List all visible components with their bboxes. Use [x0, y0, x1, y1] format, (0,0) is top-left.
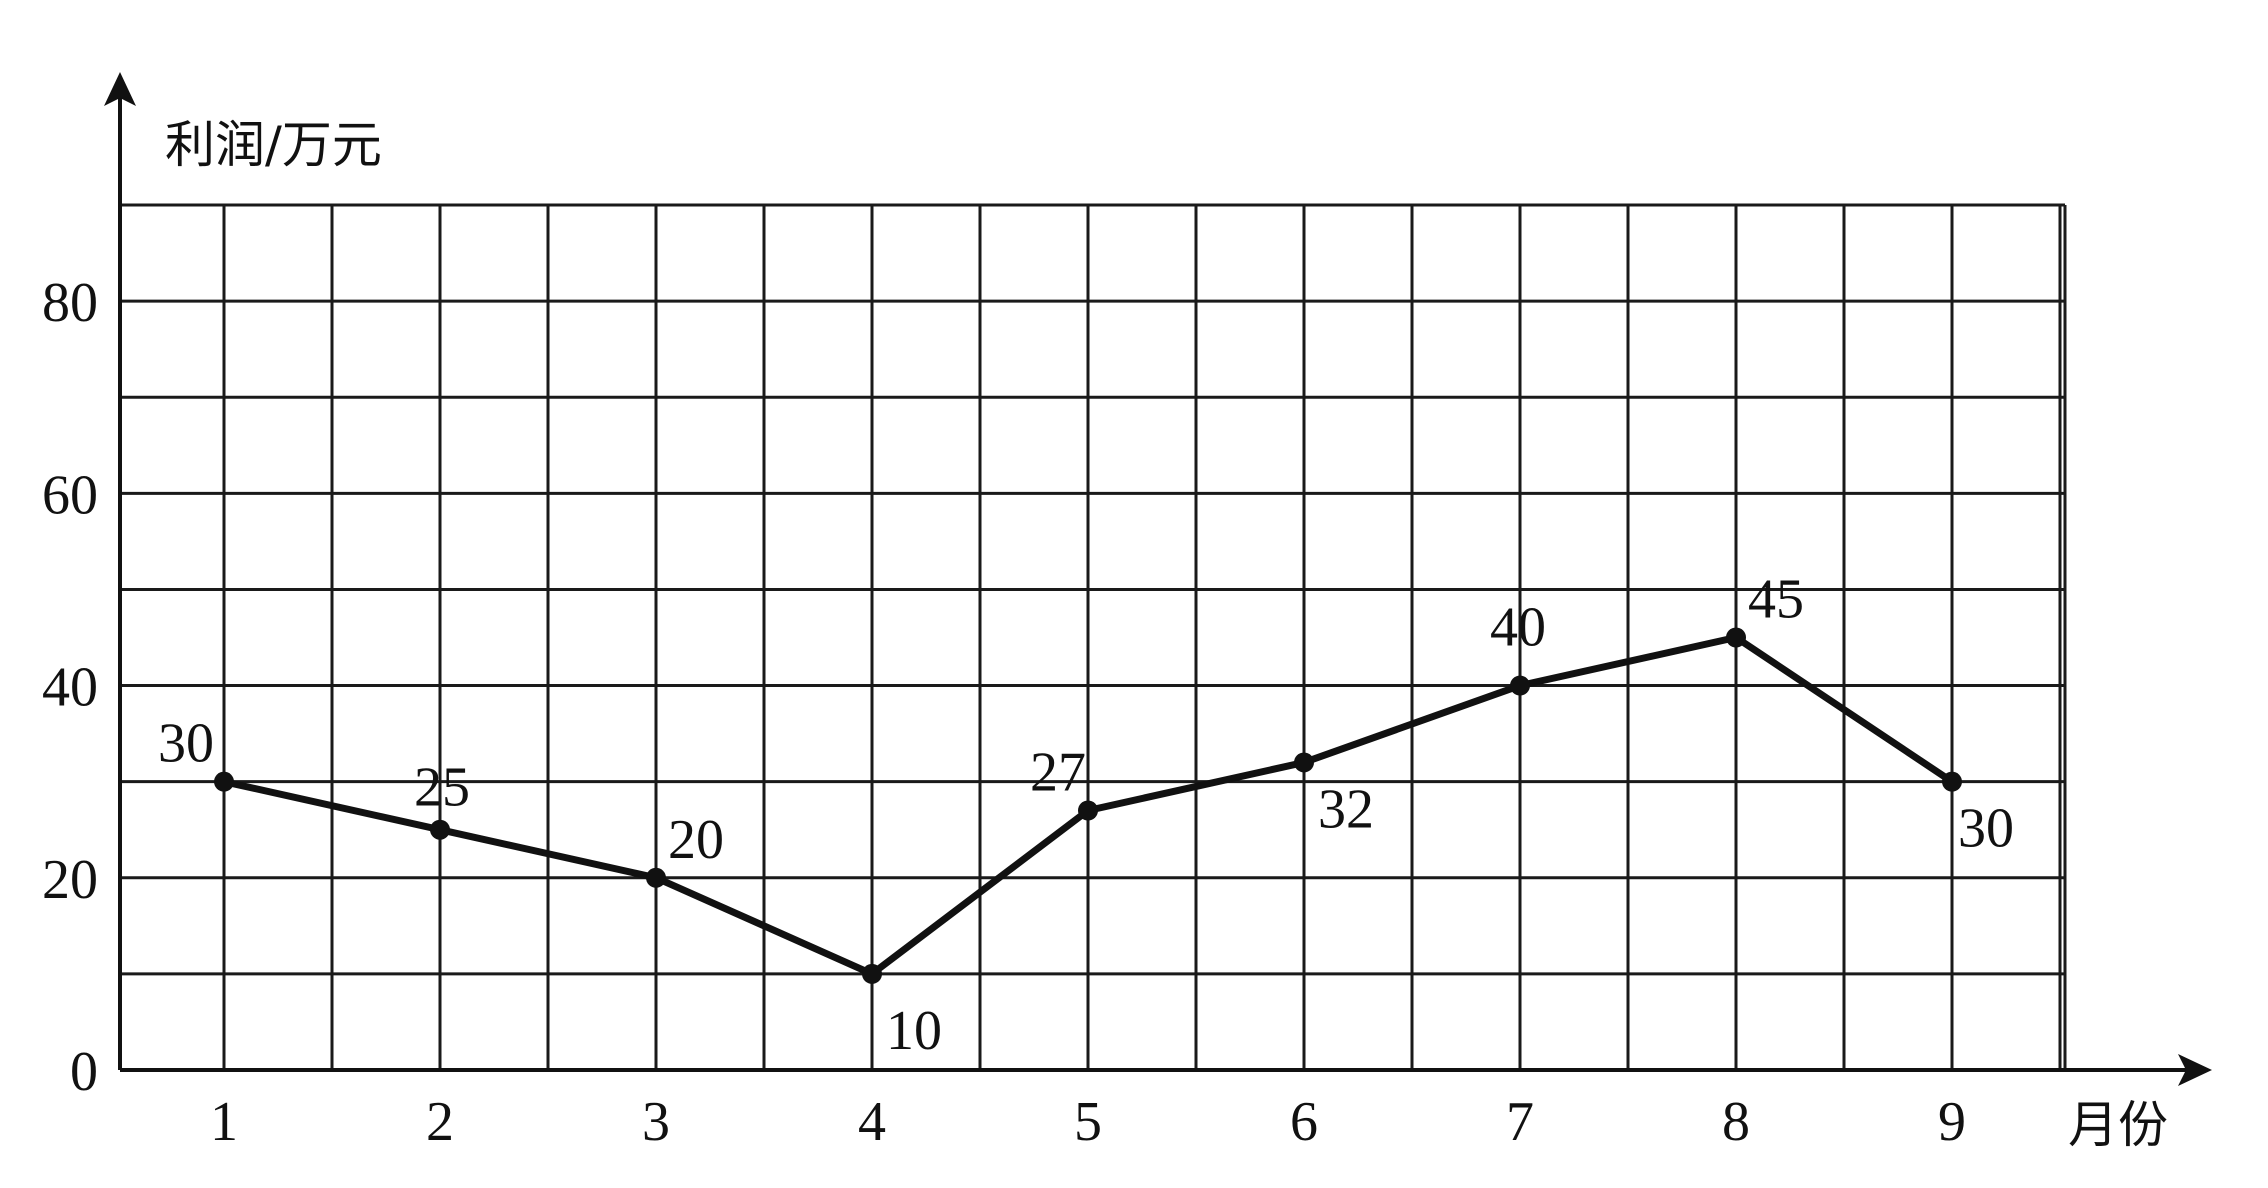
data-point-4 — [862, 963, 882, 984]
x-tick-label-3: 4 — [858, 1091, 886, 1153]
x-tick-label-4: 5 — [1074, 1091, 1102, 1153]
x-tick-label-8: 9 — [1938, 1091, 1966, 1153]
chart-series — [214, 627, 1962, 984]
x-tick-label-7: 8 — [1722, 1091, 1750, 1153]
data-label-9: 30 — [1958, 798, 2014, 860]
y-tick-label-2: 40 — [42, 657, 98, 719]
y-tick-label-1: 20 — [42, 849, 98, 911]
data-label-3: 20 — [668, 809, 724, 871]
data-point-7 — [1510, 675, 1530, 696]
data-point-8 — [1726, 627, 1746, 648]
x-tick-label-1: 2 — [426, 1091, 454, 1153]
data-label-6: 32 — [1318, 778, 1374, 840]
data-point-5 — [1078, 800, 1098, 821]
data-label-4: 10 — [886, 1000, 942, 1062]
data-point-9 — [1942, 771, 1962, 792]
x-tick-label-0: 1 — [210, 1091, 238, 1153]
y-tick-label-0: 0 — [70, 1041, 98, 1103]
data-point-6 — [1294, 752, 1314, 773]
data-label-7: 40 — [1490, 597, 1546, 659]
y-tick-label-4: 80 — [42, 272, 98, 334]
data-label-8: 45 — [1748, 569, 1804, 631]
data-label-5: 27 — [1030, 742, 1086, 804]
y-axis-title: 利润/万元 — [165, 116, 382, 174]
x-axis-arrow — [2178, 1054, 2212, 1086]
data-label-1: 30 — [158, 713, 214, 775]
data-label-2: 25 — [414, 757, 470, 819]
data-point-3 — [646, 867, 666, 888]
x-tick-label-5: 6 — [1290, 1091, 1318, 1153]
y-axis-arrow — [104, 72, 136, 106]
x-tick-label-6: 7 — [1506, 1091, 1534, 1153]
data-point-2 — [430, 819, 450, 840]
chart-grid — [120, 203, 2067, 1070]
data-point-1 — [214, 771, 234, 792]
y-tick-label-3: 60 — [42, 464, 98, 526]
chart-axes — [104, 72, 2212, 1086]
x-axis-title: 月份 — [2068, 1096, 2168, 1154]
x-tick-label-2: 3 — [642, 1091, 670, 1153]
